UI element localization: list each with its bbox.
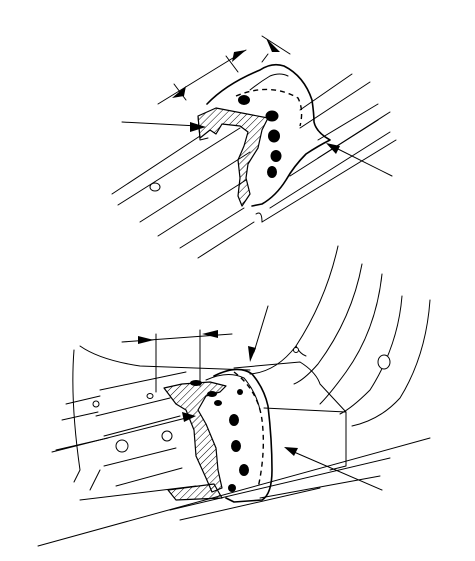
lower-leaders [51, 305, 383, 491]
upper-locating-hole [149, 182, 161, 192]
lower-dimension-markers [121, 329, 233, 393]
upper-panel-lines [111, 73, 397, 259]
upper-weld-spots [238, 95, 282, 178]
lower-cut-section-base [167, 483, 223, 501]
upper-view [111, 35, 397, 259]
lower-holes [92, 347, 391, 453]
upper-dimension-markers [157, 35, 291, 105]
lower-body-lines [37, 345, 431, 547]
upper-reinforcement-outline [206, 63, 331, 207]
lower-weld-spots [190, 380, 249, 492]
upper-leaders [121, 121, 393, 177]
upper-seam-line [235, 88, 303, 127]
lower-reinforcement-outline [213, 368, 273, 503]
lower-seam-line [233, 371, 265, 489]
upper-cut-section [197, 107, 269, 207]
lower-view [37, 245, 431, 547]
lower-pillar-lines [249, 245, 431, 427]
lower-cut-section [163, 381, 227, 493]
